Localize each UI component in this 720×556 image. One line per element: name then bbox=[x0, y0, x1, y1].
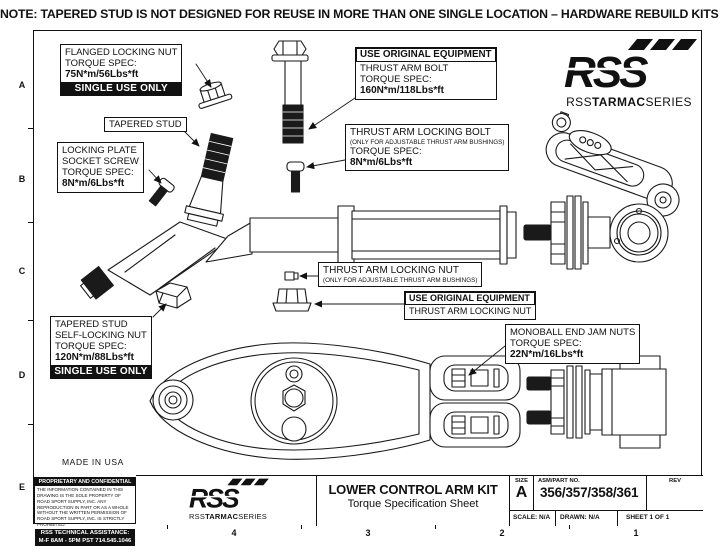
border-tick bbox=[28, 424, 33, 426]
title-block: RSS RSSTARMACSERIES LOWER CONTROL ARM KI… bbox=[136, 475, 703, 526]
use-original-equipment-header: USE ORIGINAL EQUIPMENT bbox=[405, 292, 536, 306]
border-tick bbox=[569, 524, 571, 529]
callout-monoball-jam-nuts: MONOBALL END JAM NUTS TORQUE SPEC: 22N*m… bbox=[505, 324, 641, 364]
drawn-cell: DRAWN: N/A bbox=[556, 510, 618, 526]
zone-col-4: 4 bbox=[231, 528, 237, 538]
thrust-arm-bolt-drawing bbox=[271, 40, 309, 144]
zone-row-e: E bbox=[18, 482, 25, 492]
tapered-stud-drawing bbox=[184, 133, 234, 227]
proprietary-block: PROPRIETARY AND CONFIDENTIAL THE INFORMA… bbox=[34, 477, 136, 547]
callout-tapered-stud: TAPERED STUD bbox=[104, 117, 187, 133]
use-original-equipment-header: USE ORIGINAL EQUIPMENT bbox=[356, 48, 496, 63]
svg-text:RSS: RSS bbox=[189, 483, 240, 508]
zone-row-d: D bbox=[18, 370, 26, 380]
zone-col-1: 1 bbox=[633, 528, 639, 538]
size-value: A bbox=[515, 484, 528, 501]
drawing-title: LOWER CONTROL ARM KIT bbox=[328, 482, 498, 497]
border-tick bbox=[301, 524, 303, 529]
border-tick bbox=[28, 128, 33, 130]
thrust-arm-locking-bolt-drawing bbox=[286, 161, 305, 193]
border-tick bbox=[28, 320, 33, 322]
rev-cell: REV bbox=[669, 478, 681, 484]
callout-locking-plate-screw: LOCKING PLATE SOCKET SCREW TORQUE SPEC: … bbox=[57, 142, 144, 193]
callout-thrust-arm-bolt: USE ORIGINAL EQUIPMENT THRUST ARM BOLT T… bbox=[355, 47, 497, 100]
rss-logo-mark: RSS bbox=[564, 39, 697, 97]
part-number-cell: ASM/PART NO. 356/357/358/361 bbox=[534, 476, 647, 510]
oe-thrust-arm-locking-nut-drawing bbox=[272, 288, 312, 312]
callout-tapered-stud-nut: TAPERED STUD SELF-LOCKING NUT TORQUE SPE… bbox=[50, 316, 152, 380]
bushing-adjuster-drawing bbox=[526, 355, 667, 449]
zone-row-c: C bbox=[18, 266, 26, 276]
made-in-usa-label: MADE IN USA bbox=[62, 457, 124, 467]
callout-flanged-locking-nut: FLANGED LOCKING NUT TORQUE SPEC: 75N*m/5… bbox=[60, 44, 183, 97]
rss-series-wordmark: RSSTARMACSERIES bbox=[566, 95, 692, 109]
rss-logo: RSS RSSTARMACSERIES bbox=[556, 38, 702, 109]
zone-col-3: 3 bbox=[365, 528, 371, 538]
callout-thrust-arm-locking-bolt: THRUST ARM LOCKING BOLT (ONLY FOR ADJUST… bbox=[345, 124, 510, 172]
zone-row-b: B bbox=[18, 174, 26, 184]
leader-lines bbox=[148, 63, 506, 376]
rss-logo-small: RSS RSSTARMACSERIES bbox=[184, 478, 272, 521]
title-block-title-cell: LOWER CONTROL ARM KIT Torque Specificati… bbox=[317, 476, 510, 526]
single-use-warning: SINGLE USE ONLY bbox=[51, 364, 151, 379]
drawing-subtitle: Torque Specification Sheet bbox=[347, 498, 479, 510]
rss-series-wordmark: RSSTARMACSERIES bbox=[189, 512, 267, 521]
zone-col-2: 2 bbox=[499, 528, 505, 538]
thrust-arm-drawing bbox=[80, 205, 517, 300]
single-use-warning: SINGLE USE ONLY bbox=[61, 81, 182, 96]
callout-oe-thrust-arm-locking-nut: USE ORIGINAL EQUIPMENT THRUST ARM LOCKIN… bbox=[404, 291, 537, 321]
thrust-arm-locking-nut-drawing bbox=[284, 271, 299, 281]
scale-cell: SCALE: N/A bbox=[510, 510, 556, 526]
zone-row-a: A bbox=[18, 80, 26, 90]
border-tick bbox=[435, 524, 437, 529]
size-cell: SIZE A bbox=[510, 476, 534, 510]
callout-thrust-arm-locking-nut: THRUST ARM LOCKING NUT (ONLY FOR ADJUSTA… bbox=[318, 262, 483, 287]
title-block-logo-cell: RSS RSSTARMACSERIES bbox=[136, 476, 317, 526]
proprietary-header: PROPRIETARY AND CONFIDENTIAL bbox=[35, 478, 135, 486]
proprietary-body: THE INFORMATION CONTAINED IN THIS DRAWIN… bbox=[37, 487, 129, 528]
rod-end-drawing bbox=[523, 195, 669, 270]
rss-logo-mark: RSS bbox=[189, 478, 269, 513]
exploded-view-drawing bbox=[80, 40, 680, 460]
border-tick bbox=[28, 222, 33, 224]
lower-control-arm-drawing bbox=[149, 342, 521, 460]
svg-text:RSS: RSS bbox=[564, 48, 648, 90]
sheet-note: NOTE: TAPERED STUD IS NOT DESIGNED FOR R… bbox=[0, 7, 720, 21]
flanged-locking-nut-drawing bbox=[198, 81, 233, 109]
tech-assistance-bar: RSS TECHNICAL ASSISTANCE: M-F 8AM - 5PM … bbox=[35, 528, 135, 547]
locking-plate-screw-drawing bbox=[148, 177, 175, 207]
sheet-cell: SHEET 1 OF 1 bbox=[618, 510, 703, 526]
part-number-value: 356/357/358/361 bbox=[540, 485, 639, 500]
border-tick bbox=[167, 524, 169, 529]
tapered-stud-self-locking-nut-drawing bbox=[155, 282, 192, 309]
assembled-arm-iso-drawing bbox=[545, 111, 680, 217]
